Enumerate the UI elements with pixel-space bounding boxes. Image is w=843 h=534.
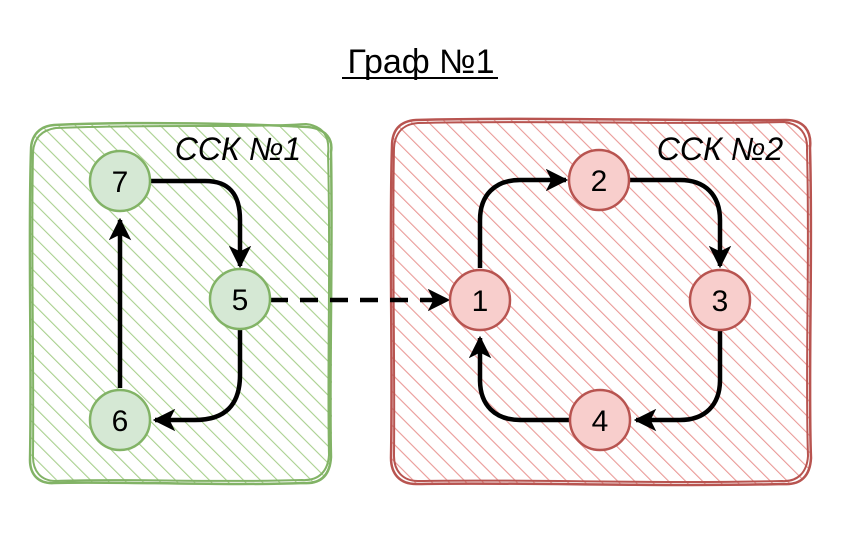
node-6[interactable]: 6: [88, 388, 152, 452]
edge-2-to-3: [630, 177, 732, 269]
node-5-label: 5: [232, 284, 249, 317]
title-text: Граф №1: [347, 43, 494, 81]
edge-5-to-6: [152, 329, 243, 432]
node-7-label: 7: [112, 166, 129, 199]
diagram-title: Граф №1: [342, 43, 498, 81]
edges: [108, 168, 732, 432]
edge-4-to-1: [468, 335, 570, 423]
node-3-label: 3: [712, 285, 729, 318]
group-ssk-2-border-sketch: [392, 120, 810, 483]
group-ssk-1: ССК №1: [28, 121, 333, 486]
node-5[interactable]: 5: [208, 267, 272, 331]
group-ssk-2: ССК №2: [389, 117, 813, 487]
group-ssk-1-fill: [30, 125, 332, 483]
group-ssk-2-fill: [391, 120, 811, 484]
edge-1-to-2: [477, 168, 569, 268]
node-6-label: 6: [112, 405, 129, 438]
node-2-label: 2: [591, 165, 608, 198]
node-4-label: 4: [592, 405, 609, 438]
node-1-label: 1: [472, 285, 489, 318]
node-7[interactable]: 7: [88, 149, 152, 213]
group-ssk-1-border: [28, 121, 333, 486]
edge-3-to-4: [633, 330, 723, 432]
group-ssk-1-border-sketch: [31, 122, 331, 483]
node-3[interactable]: 3: [688, 268, 752, 332]
nodes: 7 5 6 2 1 3 4: [88, 148, 752, 452]
node-1[interactable]: 1: [448, 268, 512, 332]
group-ssk-2-label: ССК №2: [657, 131, 784, 167]
edge-7-to-5: [150, 178, 252, 269]
node-2[interactable]: 2: [567, 148, 631, 212]
group-ssk-1-label: ССК №1: [175, 131, 301, 167]
node-4[interactable]: 4: [568, 388, 632, 452]
group-ssk-2-border: [389, 117, 813, 487]
